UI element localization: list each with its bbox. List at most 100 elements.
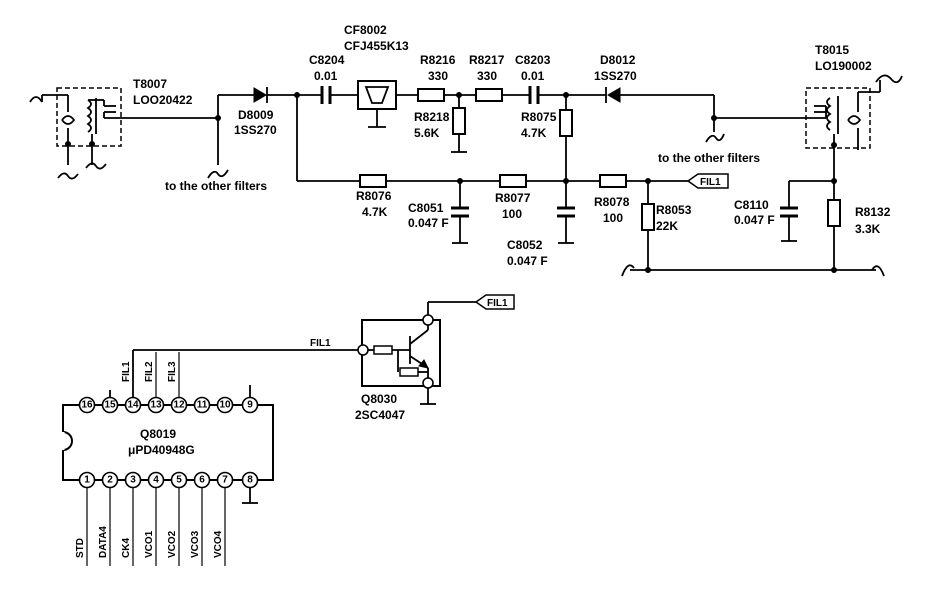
ic-pin-8-label: 8 <box>247 475 253 486</box>
ic-pin-16: 16 <box>78 396 96 414</box>
ic-signal-std: STD <box>75 538 86 558</box>
ic-signal-fil3: FIL3 <box>167 361 178 382</box>
resistor-r8053: R8053 22K <box>641 181 692 270</box>
r8053-ref: R8053 <box>656 203 692 217</box>
fil1-wire-label: FIL1 <box>310 338 331 349</box>
r8076-ref: R8076 <box>356 189 392 203</box>
c8204-value: 0.01 <box>314 69 338 83</box>
r8216-ref: R8216 <box>420 53 456 67</box>
ic-pin-16-label: 16 <box>81 400 93 411</box>
q8030-ref: Q8030 <box>361 392 397 406</box>
ic-signal-data4: DATA4 <box>98 526 109 558</box>
cf8002-part: CFJ455K13 <box>344 39 409 53</box>
resistor-r8077: R8077 100 <box>495 174 600 221</box>
ic-pin-2-label: 2 <box>107 475 113 486</box>
ic-pin-6-label: 6 <box>199 475 205 486</box>
resistor-r8132: R8132 3.3K <box>827 199 891 236</box>
q8030-part: 2SC4047 <box>355 408 405 422</box>
transformer-t8015: T8015 LO190002 <box>805 43 903 270</box>
ic-pin-13-label: 13 <box>150 400 162 411</box>
ic-pin-9-label: 9 <box>247 400 253 411</box>
ic-pin-11-label: 11 <box>197 400 208 411</box>
transformer-t8007: T8007 LOO20422 <box>29 77 218 180</box>
resistor-r8218: R8218 5.6K <box>414 95 467 153</box>
t8015-ref: T8015 <box>815 43 849 57</box>
r8218-ref: R8218 <box>414 110 450 124</box>
ceramic-filter-cf8002: CF8002 CFJ455K13 <box>344 23 418 128</box>
d8009-ref: D8009 <box>238 108 274 122</box>
ic-pin-14: 14 <box>124 396 142 414</box>
ic-pin-5: 5 <box>170 471 188 489</box>
r8076-value: 4.7K <box>362 205 388 219</box>
r8078-value: 100 <box>603 211 623 225</box>
resistor-r8217: R8217 330 <box>469 53 529 102</box>
r8075-ref: R8075 <box>521 110 557 124</box>
ic-pin-10: 10 <box>216 396 234 414</box>
net-tag-fil1-q: FIL1 <box>474 294 515 310</box>
c8052-value: 0.047 F <box>507 254 548 268</box>
net-tag-fil1-q-label: FIL1 <box>487 298 508 309</box>
ic-bottom-signals: STD DATA4 CK4 VCO1 VCO2 VCO3 VCO4 <box>75 488 226 566</box>
ic-pin-12: 12 <box>170 396 188 414</box>
r8053-value: 22K <box>656 219 678 233</box>
ic-part: μPD40948G <box>128 443 195 457</box>
other-filters-right-label: to the other filters <box>658 151 760 165</box>
r8216-value: 330 <box>428 69 448 83</box>
ic-signal-vco3: VCO3 <box>190 530 201 558</box>
ic-pin-8: 8 <box>241 471 259 489</box>
t8007-part: LOO20422 <box>133 93 193 107</box>
ic-pin-7: 7 <box>216 471 234 489</box>
other-filters-left-label: to the other filters <box>165 179 267 193</box>
resistor-r8075: R8075 4.7K <box>521 95 573 181</box>
ic-pin-12-label: 12 <box>173 400 185 411</box>
c8051-value: 0.047 F <box>408 216 449 230</box>
c8110-value: 0.047 F <box>734 213 775 227</box>
c8203-value: 0.01 <box>521 69 545 83</box>
ic-pin-1-label: 1 <box>84 475 90 486</box>
ic-pin-3: 3 <box>124 471 142 489</box>
ic-signal-vco2: VCO2 <box>167 530 178 558</box>
c8204-ref: C8204 <box>309 53 345 67</box>
transistor-q8030: Q8030 2SC4047 <box>355 301 476 422</box>
c8051-ref: C8051 <box>408 201 444 215</box>
diode-d8012: D8012 1SS270 <box>594 53 714 103</box>
net-tag-fil1-top-label: FIL1 <box>700 177 721 188</box>
capacitor-c8051: C8051 0.047 F <box>408 181 469 244</box>
ic-pin-14-label: 14 <box>127 400 139 411</box>
t8007-ref: T8007 <box>133 77 167 91</box>
r8218-value: 5.6K <box>414 126 440 140</box>
capacitor-c8204: C8204 0.01 <box>297 53 358 104</box>
d8009-part: 1SS270 <box>234 123 277 137</box>
d8012-part: 1SS270 <box>594 69 637 83</box>
r8075-value: 4.7K <box>521 126 547 140</box>
r8132-value: 3.3K <box>855 222 881 236</box>
ic-pin-15-label: 15 <box>104 400 116 411</box>
ic-pin-1: 1 <box>78 471 96 489</box>
capacitor-c8110: C8110 0.047 F <box>734 181 798 242</box>
r8132-ref: R8132 <box>855 205 891 219</box>
c8203-ref: C8203 <box>515 53 551 67</box>
r8217-ref: R8217 <box>469 53 505 67</box>
ic-signal-vco1: VCO1 <box>144 530 155 558</box>
ic-pin-5-label: 5 <box>176 475 182 486</box>
d8012-ref: D8012 <box>600 53 636 67</box>
ic-signal-vco4: VCO4 <box>213 530 224 558</box>
ic-pin-7-label: 7 <box>222 475 228 486</box>
ic-signal-fil2: FIL2 <box>144 361 155 382</box>
ic-pin-4-label: 4 <box>153 475 159 486</box>
ic-pin-6: 6 <box>193 471 211 489</box>
ic-signal-ck4: CK4 <box>121 538 132 558</box>
c8110-ref: C8110 <box>734 198 769 212</box>
ic-pin-13: 13 <box>147 396 165 414</box>
ic-pin-4: 4 <box>147 471 165 489</box>
resistor-r8076: R8076 4.7K <box>356 174 500 219</box>
ic-pin-9: 9 <box>241 396 259 414</box>
r8077-value: 100 <box>502 207 522 221</box>
ic-pin-15: 15 <box>101 396 119 414</box>
cf8002-ref: CF8002 <box>344 23 387 37</box>
net-tag-fil1-top: FIL1 <box>686 173 729 189</box>
capacitor-c8052: C8052 0.047 F <box>507 181 575 268</box>
ic-pin-3-label: 3 <box>130 475 136 486</box>
